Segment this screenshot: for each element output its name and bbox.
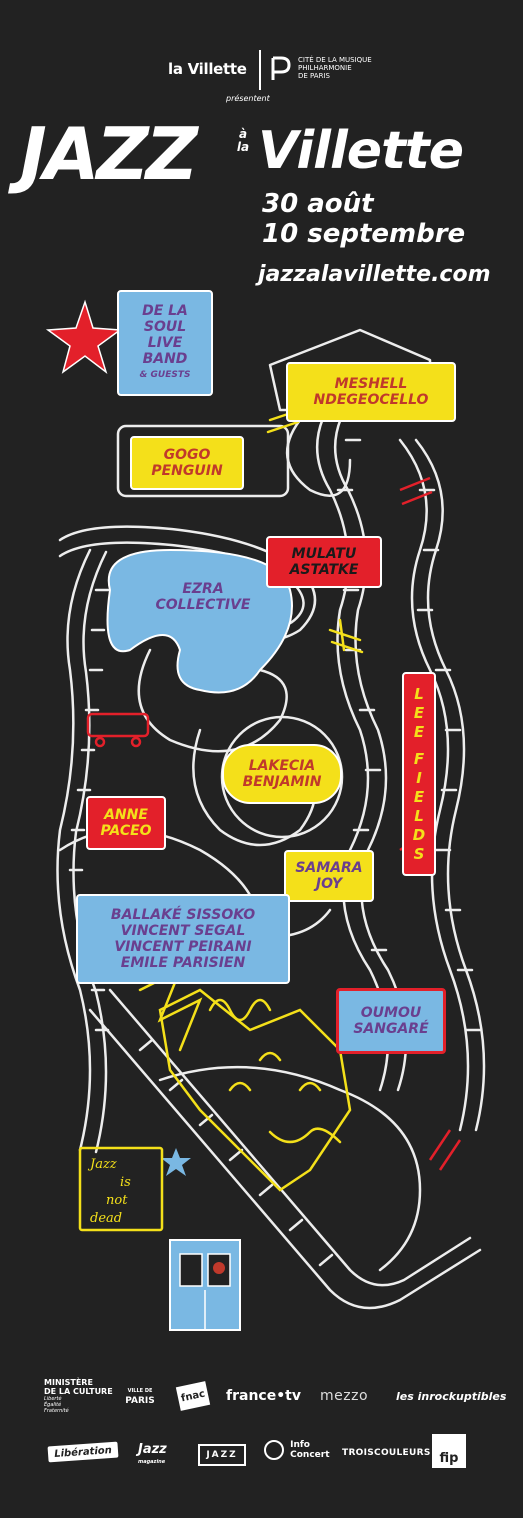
artist-letter: D bbox=[412, 825, 426, 844]
artist-ezra-collective[interactable]: EZRA COLLECTIVE bbox=[138, 574, 268, 620]
ministere-line: DE LA CULTURE bbox=[44, 1387, 113, 1396]
jazzmag-title: Jazz bbox=[138, 1442, 167, 1457]
blue-star-icon bbox=[161, 1148, 191, 1176]
artist-meshell-ndegeocello[interactable]: MESHELL NDEGEOCELLO bbox=[286, 362, 456, 422]
artist-lakecia-benjamin[interactable]: LAKECIA BENJAMIN bbox=[222, 744, 342, 804]
infoconcert-logo[interactable]: Info Concert bbox=[264, 1440, 330, 1460]
artist-samara-joy[interactable]: SAMARA JOY bbox=[284, 850, 374, 902]
date-end: 10 septembre bbox=[262, 219, 466, 249]
artist-letter: I bbox=[416, 768, 422, 787]
infoconcert-icon bbox=[264, 1440, 284, 1460]
mezzo-logo[interactable]: mezzo bbox=[320, 1388, 369, 1404]
artist-letter: E bbox=[413, 787, 425, 806]
ville-paris-logo[interactable]: VILLE DE PARIS bbox=[120, 1386, 160, 1406]
jazz-news-logo[interactable]: JAZZ bbox=[198, 1444, 246, 1466]
sign-word: is bbox=[120, 1175, 131, 1190]
infoconcert-line: Info bbox=[290, 1440, 310, 1450]
troiscouleurs-logo[interactable]: TROISCOULEURS bbox=[342, 1448, 431, 1458]
philharmonie-logo-text[interactable]: CITÉ DE LA MUSIQUE PHILHARMONIE DE PARIS bbox=[298, 56, 378, 80]
artist-line: ASTATKE bbox=[289, 562, 359, 578]
artist-line: MESHELL bbox=[334, 376, 408, 392]
jazz-magazine-logo[interactable]: Jazz magazine bbox=[138, 1442, 167, 1468]
sign-word: not bbox=[106, 1193, 128, 1208]
title-a: à bbox=[238, 127, 248, 141]
title-villette: Villette bbox=[258, 121, 464, 181]
sign-word: dead bbox=[90, 1211, 122, 1226]
jazzmag-sub: magazine bbox=[138, 1459, 166, 1465]
philharmonie-line: DE PARIS bbox=[298, 72, 330, 80]
artist-lee-fields[interactable]: L E E F I E L D S bbox=[402, 672, 436, 876]
artist-letter: E bbox=[413, 703, 425, 722]
artist-letter: S bbox=[413, 844, 425, 863]
date-start: 30 août bbox=[262, 189, 374, 219]
artist-line: MULATU bbox=[291, 546, 357, 562]
artist-line: EZRA bbox=[182, 581, 224, 597]
artist-line: NDEGEOCELLO bbox=[313, 392, 429, 408]
artist-line: BENJAMIN bbox=[242, 774, 322, 790]
artist-letter: L bbox=[414, 806, 424, 825]
artist-gogo-penguin[interactable]: GOGO PENGUIN bbox=[130, 436, 244, 490]
infoconcert-line: Concert bbox=[290, 1450, 330, 1460]
philharmonie-line: PHILHARMONIE bbox=[298, 64, 352, 72]
paris-line: VILLE DE bbox=[127, 1388, 153, 1394]
artist-line: VINCENT SEGAL bbox=[120, 923, 246, 939]
roller-coaster-illustration: Jazz is not dead bbox=[45, 299, 486, 1331]
france-tv-logo[interactable]: france•tv bbox=[226, 1388, 301, 1404]
artist-oumou-sangare[interactable]: OUMOU SANGARÉ bbox=[336, 988, 446, 1054]
inrockuptibles-logo[interactable]: les inrockuptibles bbox=[396, 1390, 507, 1403]
la-villette-logo[interactable]: la Villette bbox=[168, 60, 247, 78]
artist-line: PENGUIN bbox=[151, 463, 223, 479]
artist-letter: L bbox=[414, 684, 424, 703]
ministere-culture-logo[interactable]: MINISTÈRE DE LA CULTURE Liberté Égalité … bbox=[44, 1378, 113, 1414]
artist-line: DE LA bbox=[142, 303, 188, 319]
artist-letter: F bbox=[413, 749, 425, 768]
title-jazz: JAZZ bbox=[20, 112, 198, 196]
artist-line: LAKECIA bbox=[248, 758, 316, 774]
artist-line: COLLECTIVE bbox=[155, 597, 251, 613]
artist-ballake-sissoko-group[interactable]: BALLAKÉ SISSOKO VINCENT SEGAL VINCENT PE… bbox=[76, 894, 290, 984]
artist-line: BALLAKÉ SISSOKO bbox=[110, 907, 256, 923]
artist-line: SANGARÉ bbox=[353, 1021, 429, 1037]
kiosk-drawing bbox=[169, 1239, 241, 1331]
paris-line: PARIS bbox=[125, 1396, 155, 1406]
fnac-logo[interactable]: fnac bbox=[175, 1381, 211, 1411]
philharmonie-logo-icon bbox=[271, 56, 291, 80]
artist-line: ANNE bbox=[104, 807, 148, 823]
title-la: la bbox=[236, 140, 250, 154]
title-a-la: à la bbox=[228, 128, 258, 154]
ministere-line: MINISTÈRE bbox=[44, 1378, 93, 1387]
fip-logo[interactable]: fip bbox=[432, 1434, 466, 1468]
artist-line: & GUESTS bbox=[139, 370, 191, 380]
artist-line: SOUL bbox=[143, 319, 187, 335]
philharmonie-line: CITÉ DE LA MUSIQUE bbox=[298, 56, 372, 64]
ezra-blob bbox=[106, 548, 293, 694]
presentent-label: présentent bbox=[226, 94, 270, 103]
red-star-icon bbox=[45, 299, 123, 375]
artist-line: JOY bbox=[315, 876, 343, 892]
ministere-motto: Fraternité bbox=[44, 1408, 69, 1414]
ministere-motto: Liberté bbox=[44, 1396, 62, 1402]
artist-line: PACEO bbox=[100, 823, 152, 839]
artist-line: EMILE PARISIEN bbox=[120, 955, 246, 971]
sign-word: Jazz bbox=[87, 1157, 117, 1172]
logo-divider bbox=[259, 50, 261, 90]
artist-de-la-soul[interactable]: DE LA SOUL LIVE BAND & GUESTS bbox=[117, 290, 213, 396]
website-link[interactable]: jazzalavillette.com bbox=[258, 262, 491, 287]
artist-line: BAND bbox=[142, 351, 188, 367]
artist-mulatu-astatke[interactable]: MULATU ASTATKE bbox=[266, 536, 382, 588]
artist-line: OUMOU bbox=[360, 1005, 422, 1021]
artist-anne-paceo[interactable]: ANNE PACEO bbox=[86, 796, 166, 850]
artist-line: VINCENT PEIRANI bbox=[114, 939, 252, 955]
artist-line: LIVE bbox=[147, 335, 183, 351]
ministere-motto: Égalité bbox=[44, 1402, 62, 1408]
artist-line: GOGO bbox=[163, 447, 211, 463]
liberation-logo[interactable]: Libération bbox=[47, 1441, 119, 1463]
artist-line: SAMARA bbox=[295, 860, 363, 876]
artist-letter: E bbox=[413, 722, 425, 741]
